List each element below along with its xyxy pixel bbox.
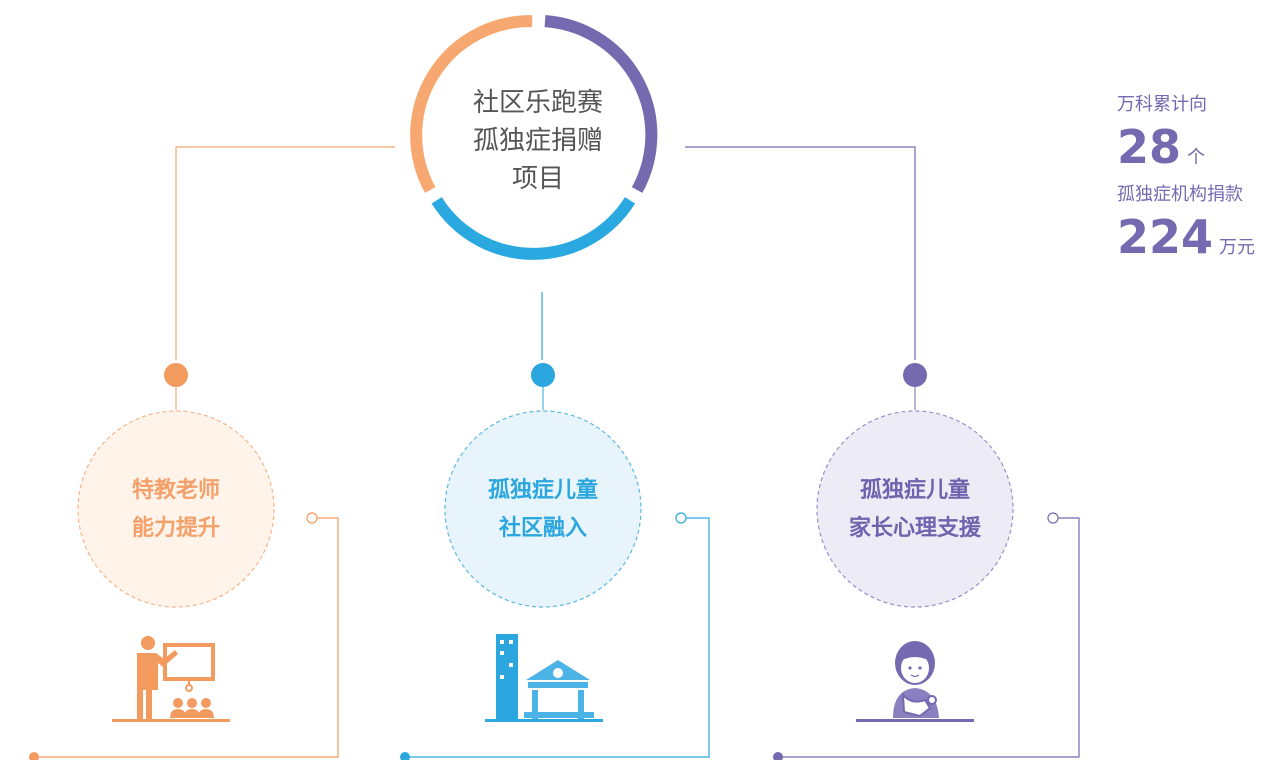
center-ring (410, 15, 658, 260)
center-title-line: 社区乐跑赛 (472, 88, 603, 118)
branch-label-line: 特教老师 (131, 478, 220, 503)
bracket-blue (407, 512, 710, 758)
branch-label-line: 家长心理支援 (848, 516, 981, 541)
branch-label-line: 孤独症儿童 (859, 478, 970, 503)
branch-label-line: 社区融入 (498, 516, 587, 541)
teacher-presentation-icon (112, 636, 230, 722)
connector-left (175, 146, 395, 360)
branch-circle-community (444, 410, 642, 608)
stat-value-institutions: 28 (1117, 120, 1182, 174)
center-ring-blue-arc (431, 197, 636, 260)
center-ring-orange-arc (410, 15, 533, 193)
bracket-purple (780, 512, 1080, 758)
stat-row-donation: 224 万元 (1117, 208, 1255, 266)
stats-panel: 万科累计向 28 个 孤独症机构捐款 224 万元 (1117, 92, 1255, 266)
branch-label-teacher: 特教老师 能力提升 (81, 472, 271, 548)
bracket-end-dot-purple (773, 752, 783, 760)
center-title-line: 项目 (511, 164, 564, 194)
community-building-icon (485, 634, 603, 722)
center-ring-purple-arc (544, 15, 658, 193)
center-title-line: 孤独症捐赠 (472, 126, 603, 156)
branch-label-parent: 孤独症儿童 家长心理支援 (820, 472, 1010, 548)
stat-unit-institutions: 个 (1187, 147, 1206, 168)
node-dot-orange (164, 363, 188, 387)
stat-label-donation: 孤独症机构捐款 (1117, 184, 1243, 205)
branch-label-community: 孤独症儿童 社区融入 (448, 472, 638, 548)
node-dot-purple (903, 363, 927, 387)
node-dot-blue (531, 363, 555, 387)
bracket-end-dot-orange (29, 752, 39, 760)
branch-circle-teacher (77, 410, 275, 608)
connector-right (685, 146, 916, 360)
stat-unit-donation: 万元 (1219, 237, 1256, 258)
center-title: 社区乐跑赛 孤独症捐赠 项目 (438, 84, 638, 198)
stat-label-institutions: 万科累计向 (1117, 94, 1207, 115)
branch-circle-parent (816, 410, 1014, 608)
parent-support-icon (856, 641, 974, 722)
branch-label-line: 孤独症儿童 (487, 478, 598, 503)
branch-label-line: 能力提升 (131, 516, 220, 541)
bracket-end-dot-blue (400, 752, 410, 760)
stat-value-donation: 224 (1117, 210, 1214, 264)
stat-row-institutions: 28 个 (1117, 118, 1255, 176)
bracket-orange (36, 512, 339, 758)
